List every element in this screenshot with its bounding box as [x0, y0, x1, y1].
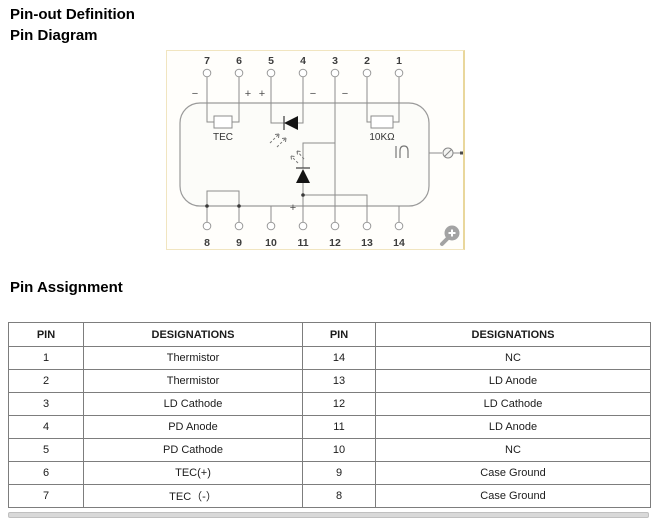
pin-diagram-heading: Pin Diagram: [10, 27, 98, 44]
pin-assignment-table: PIN DESIGNATIONS PIN DESIGNATIONS 1 Ther…: [8, 322, 651, 508]
pin-number-label: 11: [297, 237, 308, 249]
pin-cell: 10: [302, 438, 376, 462]
package-outline: [179, 102, 430, 207]
pin-diagram-image[interactable]: TEC 10KΩ: [166, 50, 465, 250]
resistor-label: 10KΩ: [369, 132, 395, 143]
pin-cell: 5: [8, 438, 84, 462]
tec-label: TEC: [213, 132, 233, 143]
table-row: 5 PD Cathode 10 NC: [8, 438, 651, 462]
designation-cell: LD Anode: [375, 415, 651, 439]
col-header-designations-left: DESIGNATIONS: [83, 322, 303, 347]
pin-number-label: 2: [364, 55, 370, 67]
photodiode-icon: [269, 116, 298, 148]
table-row: 1 Thermistor 14 NC: [8, 346, 651, 370]
col-header-designations-right: DESIGNATIONS: [375, 322, 651, 347]
pin-cell: 4: [8, 415, 84, 439]
designation-cell: Thermistor: [83, 369, 303, 393]
pin-number-label: 4: [300, 55, 306, 67]
pin-number-label: 8: [204, 237, 210, 249]
tec-plus-sign: +: [245, 88, 251, 100]
pin-number-label: 14: [393, 237, 405, 249]
designation-cell: NC: [375, 346, 651, 370]
designation-cell: Case Ground: [375, 461, 651, 485]
polarity-signs: − + + − − +: [192, 88, 348, 214]
pin-number-label: 3: [332, 55, 338, 67]
resistor-box-icon: 10KΩ: [369, 115, 395, 143]
table-row: 2 Thermistor 13 LD Anode: [8, 369, 651, 393]
wires: [206, 77, 400, 222]
col-header-pin-right: PIN: [302, 322, 376, 347]
pin-number-label: 1: [396, 55, 402, 67]
designation-cell: NC: [375, 438, 651, 462]
designation-cell: LD Cathode: [83, 392, 303, 416]
tec-box-icon: TEC: [213, 115, 233, 143]
fiber-connector-icon: [429, 147, 463, 159]
pin-number-label: 7: [204, 55, 210, 67]
pin-cell: 11: [302, 415, 376, 439]
pd-plus-sign: +: [259, 88, 265, 100]
tec-minus-sign: −: [192, 88, 198, 100]
pin-cell: 6: [8, 461, 84, 485]
table-header-row: PIN DESIGNATIONS PIN DESIGNATIONS: [8, 322, 651, 347]
lens-icon: [395, 145, 409, 158]
table-row: 7 TEC（-） 8 Case Ground: [8, 484, 651, 508]
table-row: 4 PD Anode 11 LD Anode: [8, 415, 651, 439]
junction-dots: [205, 193, 305, 208]
pin-diagram-svg: TEC 10KΩ: [179, 55, 463, 249]
pd-minus-sign: −: [310, 88, 316, 100]
pin-cell: 7: [8, 484, 84, 508]
page-title: Pin-out Definition: [10, 6, 135, 23]
pin-number-label: 9: [236, 237, 242, 249]
designation-cell: PD Anode: [83, 415, 303, 439]
ld-minus-sign: −: [342, 88, 348, 100]
pin-cell: 3: [8, 392, 84, 416]
pin-assignment-heading: Pin Assignment: [10, 279, 123, 296]
designation-cell: LD Cathode: [375, 392, 651, 416]
bottom-gray-bar: [8, 512, 649, 518]
table-row: 6 TEC(+) 9 Case Ground: [8, 461, 651, 485]
top-pin-circles: [202, 68, 404, 78]
pin-number-label: 13: [361, 237, 373, 249]
pin-cell: 9: [302, 461, 376, 485]
pin-number-label: 6: [236, 55, 242, 67]
pin-cell: 1: [8, 346, 84, 370]
designation-cell: PD Cathode: [83, 438, 303, 462]
pin-cell: 2: [8, 369, 84, 393]
col-header-pin-left: PIN: [8, 322, 84, 347]
pin-cell: 8: [302, 484, 376, 508]
pin-cell: 12: [302, 392, 376, 416]
designation-cell: TEC(+): [83, 461, 303, 485]
designation-cell: Thermistor: [83, 346, 303, 370]
pin-number-label: 5: [268, 55, 274, 67]
designation-cell: TEC（-）: [83, 484, 303, 508]
designation-cell: LD Anode: [375, 369, 651, 393]
bottom-pin-circles: [202, 221, 404, 231]
pin-number-label: 12: [329, 237, 341, 249]
pin-number-label: 10: [265, 237, 277, 249]
zoom-magnifier-icon[interactable]: [440, 225, 460, 246]
designation-cell: Case Ground: [375, 484, 651, 508]
top-pin-numbers: 7 6 5 4 3 2 1: [204, 55, 402, 67]
pin-cell: 14: [302, 346, 376, 370]
pin-cell: 13: [302, 369, 376, 393]
laser-diode-icon: [290, 150, 310, 183]
table-row: 3 LD Cathode 12 LD Cathode: [8, 392, 651, 416]
bottom-pin-numbers: 8 9 10 11 12 13 14: [204, 237, 405, 249]
ld-plus-sign: +: [290, 202, 296, 214]
